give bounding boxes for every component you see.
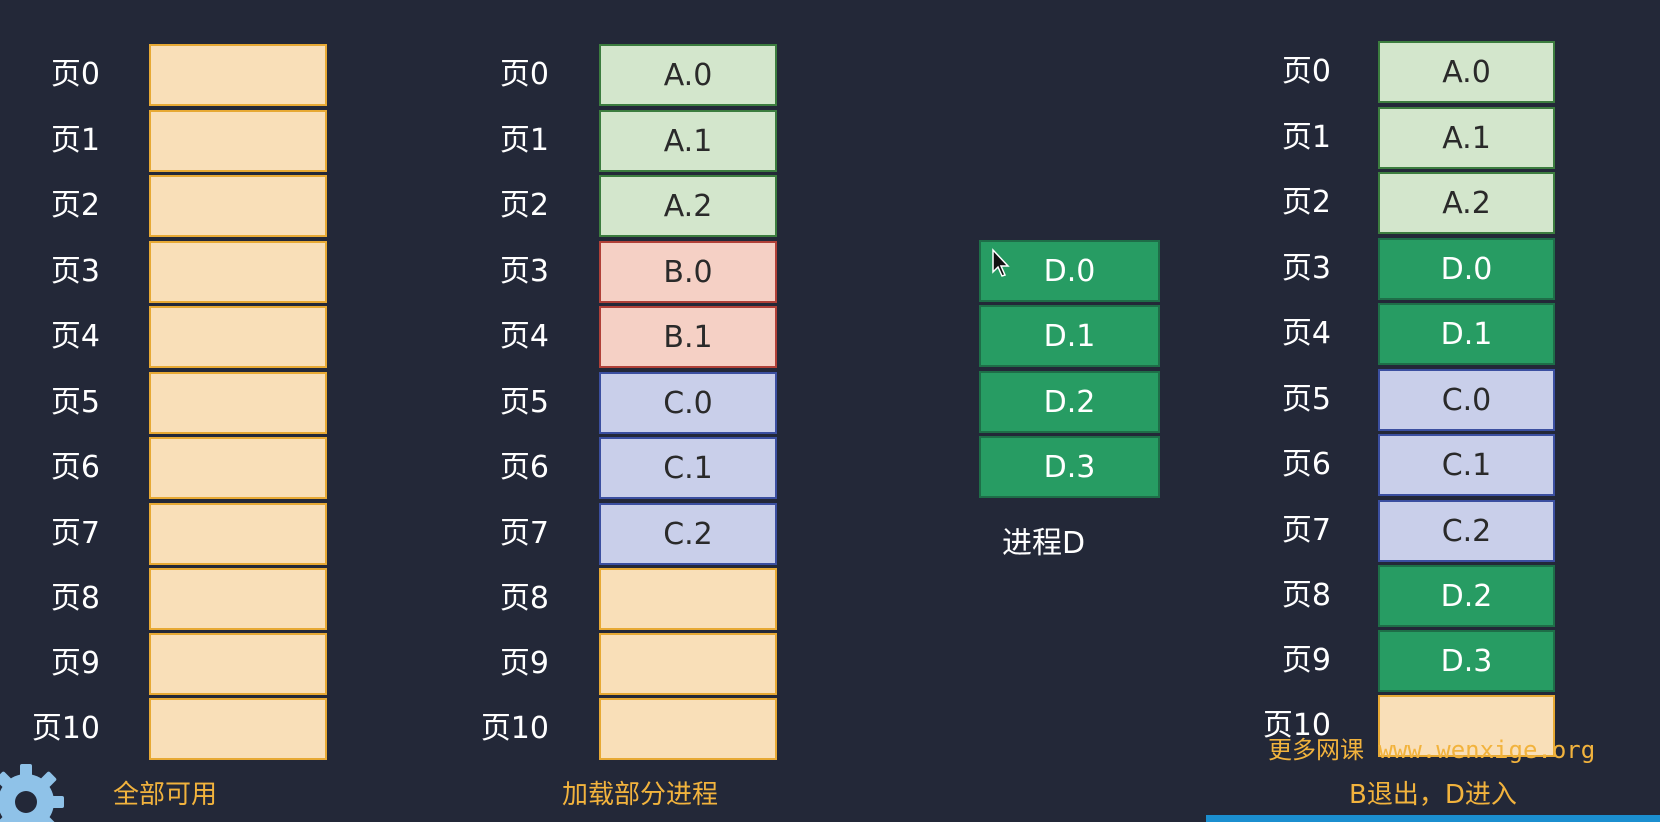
- page-label: 页9: [50, 646, 100, 681]
- page-label: 页5: [1281, 382, 1331, 417]
- page-label: 页2: [50, 188, 100, 223]
- page-label: 页2: [1281, 185, 1331, 220]
- page-label: 页10: [480, 711, 549, 746]
- page-label: 页9: [1281, 643, 1331, 678]
- page-frame-free: [149, 372, 327, 434]
- page-label: 页4: [1281, 316, 1331, 351]
- process-d-page: D.1: [979, 305, 1160, 367]
- page-label: 页0: [499, 57, 549, 92]
- page-label: 页10: [31, 711, 100, 746]
- page-label: 页9: [499, 646, 549, 681]
- page-label: 页8: [1281, 578, 1331, 613]
- page-frame-free: [149, 633, 327, 695]
- page-frame-proc_b: B.0: [599, 241, 777, 303]
- page-frame-free: [149, 110, 327, 172]
- page-label: 页8: [50, 581, 100, 616]
- page-frame-free: [599, 633, 777, 695]
- process-d-label: 进程D: [1002, 526, 1086, 561]
- page-label: 页1: [1281, 120, 1331, 155]
- page-frame-proc_c: C.0: [1378, 369, 1555, 431]
- page-frame-free: [149, 44, 327, 106]
- page-label: 页7: [1281, 513, 1331, 548]
- page-frame-proc_d: D.1: [1378, 303, 1555, 365]
- page-frame-free: [149, 437, 327, 499]
- page-label: 页1: [499, 123, 549, 158]
- page-frame-free: [149, 568, 327, 630]
- page-frame-proc_c: C.2: [1378, 500, 1555, 562]
- page-label: 页6: [499, 450, 549, 485]
- page-frame-proc_d: D.0: [1378, 238, 1555, 300]
- page-frame-free: [149, 698, 327, 760]
- page-frame-proc_c: C.1: [599, 437, 777, 499]
- page-frame-proc_a: A.0: [1378, 41, 1555, 103]
- page-frame-proc_c: C.2: [599, 503, 777, 565]
- page-label: 页0: [1281, 54, 1331, 89]
- page-frame-proc_a: A.1: [599, 110, 777, 172]
- page-frame-free: [149, 503, 327, 565]
- page-frame-free: [1378, 695, 1555, 757]
- page-label: 页7: [499, 516, 549, 551]
- page-label: 页3: [1281, 251, 1331, 286]
- cursor-icon: [992, 248, 1010, 277]
- page-frame-free: [149, 241, 327, 303]
- page-label: 页10: [1262, 708, 1331, 743]
- page-label: 页4: [499, 319, 549, 354]
- page-label: 页2: [499, 188, 549, 223]
- page-frame-proc_a: A.2: [599, 175, 777, 237]
- caption-b-exit-d-enter: B退出，D进入: [1349, 780, 1517, 810]
- page-frame-free: [599, 698, 777, 760]
- process-d-page: D.2: [979, 371, 1160, 433]
- page-frame-free: [599, 568, 777, 630]
- page-label: 页6: [1281, 447, 1331, 482]
- page-label: 页4: [50, 319, 100, 354]
- page-frame-proc_d: D.3: [1378, 630, 1555, 692]
- bottom-bar: [1206, 815, 1660, 822]
- page-label: 页0: [50, 57, 100, 92]
- page-frame-free: [149, 175, 327, 237]
- page-label: 页8: [499, 581, 549, 616]
- page-frame-proc_d: D.2: [1378, 565, 1555, 627]
- gear-icon[interactable]: [0, 760, 68, 822]
- process-d-page: D.0: [979, 240, 1160, 302]
- page-frame-proc_a: A.1: [1378, 107, 1555, 169]
- page-label: 页5: [50, 385, 100, 420]
- page-frame-proc_a: A.0: [599, 44, 777, 106]
- caption-partial-load: 加载部分进程: [562, 780, 719, 810]
- page-label: 页1: [50, 123, 100, 158]
- page-label: 页3: [50, 254, 100, 289]
- page-frame-proc_c: C.1: [1378, 434, 1555, 496]
- page-label: 页7: [50, 516, 100, 551]
- page-label: 页3: [499, 254, 549, 289]
- page-frame-proc_c: C.0: [599, 372, 777, 434]
- page-frame-proc_b: B.1: [599, 306, 777, 368]
- page-label: 页5: [499, 385, 549, 420]
- page-frame-proc_a: A.2: [1378, 172, 1555, 234]
- watermark: 更多网课 www.wenxige.org: [1268, 736, 1596, 764]
- page-label: 页6: [50, 450, 100, 485]
- caption-all-free: 全部可用: [113, 780, 218, 810]
- process-d-page: D.3: [979, 436, 1160, 498]
- page-frame-free: [149, 306, 327, 368]
